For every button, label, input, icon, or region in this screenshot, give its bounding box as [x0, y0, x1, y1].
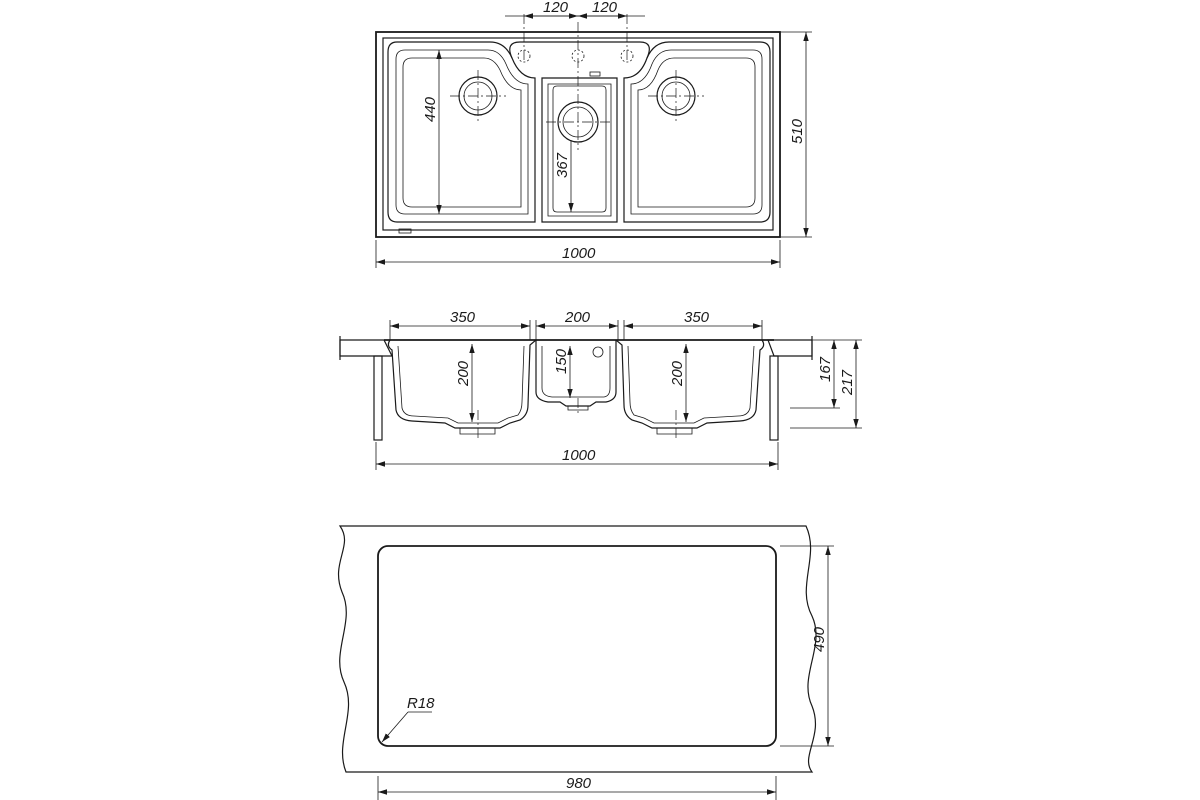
cabinet-wall-right: [769, 355, 779, 441]
cutout-view: R18 490 980: [337, 525, 834, 800]
dim-top-overall-width: 1000: [562, 245, 596, 262]
side-view: 350 200 350 200 150 200 167 217 1000: [339, 309, 862, 470]
dim-tap-right: 120: [592, 0, 618, 16]
cabinet-wall-left: [373, 355, 383, 441]
sink-inner-rim: [382, 37, 774, 231]
dim-overall-depth: 510: [789, 118, 806, 144]
dim-tap-left: 120: [543, 0, 569, 16]
dim-right-bowl-width: 350: [684, 309, 710, 326]
dim-left-bowl-height: 200: [455, 360, 472, 387]
left-bowl-rim: [387, 41, 536, 223]
countertop-outline: [337, 525, 817, 773]
left-bowl-profile: [387, 339, 537, 429]
top-view: 120 120 440 367 510 1000: [375, 0, 812, 268]
overflow-hole-icon: [592, 346, 604, 358]
dim-main-bowl-depth: 440: [422, 96, 439, 122]
dim-center-bowl-height: 150: [553, 348, 570, 374]
countertop-right: [767, 339, 813, 357]
left-bowl-inner: [395, 49, 529, 215]
dim-cutout-height: 490: [811, 626, 828, 652]
center-bowl-rim: [541, 77, 618, 223]
dim-center-bowl-depth: 367: [554, 152, 571, 178]
dim-corner-radius: R18: [407, 695, 435, 712]
dim-height-217: 217: [839, 369, 856, 396]
dim-right-bowl-height: 200: [669, 360, 686, 387]
dim-side-overall-width: 1000: [562, 447, 596, 464]
tap-deck: [509, 41, 650, 59]
dim-cutout-width: 980: [566, 775, 592, 792]
dim-height-167: 167: [817, 356, 834, 382]
sink-cutout: [377, 545, 777, 747]
right-bowl-profile: [615, 339, 765, 429]
dim-center-bowl-width: 200: [564, 309, 591, 326]
tap-hole-right-icon: [620, 49, 634, 63]
tap-hole-left-icon: [517, 49, 531, 63]
right-bowl-rim: [623, 41, 771, 223]
countertop-left: [339, 339, 393, 357]
dim-left-bowl-width: 350: [450, 309, 476, 326]
